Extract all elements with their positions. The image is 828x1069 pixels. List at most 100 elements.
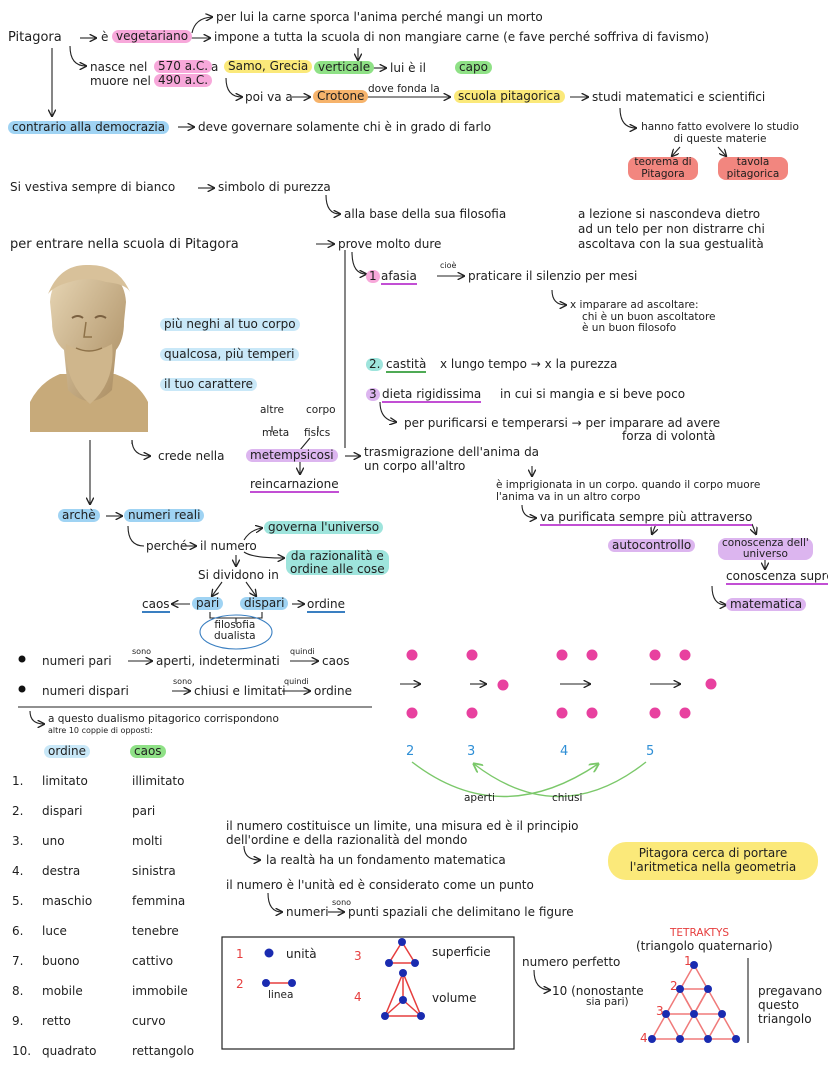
opposite-ordine: destra (42, 864, 81, 878)
opposite-number: 3. (12, 834, 24, 848)
dispari-highlight: dispari (240, 596, 289, 611)
subject-pitagora: Pitagora (8, 30, 62, 45)
pythagoras-bust-image (30, 264, 148, 432)
reincarnazione-label: reincarnazione (250, 477, 339, 494)
filosofia-dualista: filosofia dualista (214, 619, 256, 643)
numeri-pari-text: numeri pari (42, 654, 112, 668)
ordine-text: ordine (314, 684, 353, 698)
suprema-label: conoscenza suprema (726, 569, 828, 586)
dieci-text-2: sia pari) (586, 996, 629, 1008)
cerca-line2: l'aritmetica nella geometria (629, 859, 797, 874)
opposite-caos: immobile (132, 984, 188, 998)
opposite-number: 8. (12, 984, 24, 998)
ascoltare-line1: x imparare ad ascoltare: (570, 299, 699, 311)
prove-text: prove molto dure (338, 237, 442, 251)
alla-base-text: alla base della sua filosofia (344, 207, 507, 221)
opposite-caos: pari (132, 804, 156, 818)
punti-text: punti spaziali che delimitano le figure (348, 905, 574, 919)
opposite-ordine: limitato (42, 774, 88, 788)
opposite-ordine: luce (42, 924, 67, 938)
ordine-cose-line2: ordine alle cose (290, 561, 385, 576)
muore-label: muore nel (90, 74, 151, 88)
opposite-number: 10. (12, 1044, 32, 1058)
opposite-caos: cattivo (132, 954, 174, 968)
sono-label-2: sono (173, 677, 193, 686)
opposite-ordine: buono (42, 954, 80, 968)
year-born-highlight: 570 a.C. (154, 59, 213, 74)
tavola-highlight: tavola pitagorica (718, 156, 788, 181)
vestiva-text: Si vestiva sempre di bianco (10, 180, 176, 194)
dieta-rest: in cui si mangia e si beve poco (500, 387, 686, 401)
year-died-highlight: 490 a.C. (154, 73, 213, 88)
opposite-number: 2. (12, 804, 24, 818)
dots-label-3: 3 (467, 744, 476, 759)
ordine-label: ordine (307, 597, 346, 614)
ordine-cose-line1: da razionalità e (290, 549, 384, 563)
geometry-box (221, 936, 515, 1050)
opposite-ordine: uno (42, 834, 65, 848)
opposite-ordine: maschio (42, 894, 93, 908)
perche-text: perché (146, 539, 188, 553)
opposite-caos: molti (132, 834, 163, 848)
filosofia-line2: dualista (214, 630, 256, 643)
nasce-label: nasce nel (90, 60, 148, 74)
castita-label: castità (386, 357, 427, 374)
opposite-ordine: quadrato (42, 1044, 97, 1058)
opposite-number: 4. (12, 864, 24, 878)
lezione-line3: ascoltava con la sua gestualità (578, 237, 764, 251)
opposite-ordine: mobile (42, 984, 83, 998)
crotone-highlight: Crotone (313, 89, 369, 104)
limite-line1: il numero costituisce un limite, una mis… (226, 819, 579, 833)
opposite-number: 5. (12, 894, 24, 908)
chiusi-caption: chiusi (552, 792, 583, 804)
fisics-label: fisics (304, 427, 331, 439)
sono-label-1: sono (132, 647, 152, 656)
geometry-figures (262, 938, 425, 1020)
conoscenza-line1: conoscenza dell' (722, 537, 809, 549)
lezione-line2: ad un telo per non distrarre chi (578, 222, 765, 236)
opposite-number: 7. (12, 954, 24, 968)
dieta-number: 3 (366, 387, 380, 402)
numeri-label: numeri (286, 905, 329, 919)
capo-highlight: capo (455, 60, 492, 75)
simbolo-text: simbolo di purezza (218, 180, 331, 194)
quindi-label-2: quindi (284, 677, 309, 686)
pregavano-line2: questo (758, 997, 799, 1012)
forza-text: forza di volontà (622, 429, 716, 443)
a-label: a (211, 60, 219, 74)
studi-text: studi matematici e scientifici (592, 90, 766, 104)
governa-highlight: governa l'universo (264, 520, 384, 535)
dieci-text: 10 (nonostante (552, 984, 644, 998)
imprigionata-line1: è imprigionata in un corpo. quando il co… (496, 479, 761, 491)
quote-line3: il tuo carattere (160, 377, 258, 392)
cioe-label: cioè (440, 261, 457, 270)
lui-capo-label: lui è il (390, 61, 426, 75)
aperti-caption: aperti (464, 792, 495, 804)
tetraktys-sub: (triangolo quaternario) (636, 939, 773, 953)
trasmigrazione-line1: trasmigrazione dell'anima da (364, 445, 540, 459)
castita-rest: x lungo tempo → x la purezza (440, 357, 618, 371)
geom-num-4: 4 (354, 990, 362, 1004)
geom-num-3: 3 (354, 949, 362, 963)
dots-label-5: 5 (646, 744, 655, 759)
geom-superficie: superficie (432, 945, 491, 959)
il-numero-text: il numero (200, 539, 257, 553)
opposite-caos: illimitato (132, 774, 185, 788)
tetraktys-title: TETRAKTYS (670, 927, 730, 939)
opposite-caos: curvo (132, 1014, 166, 1028)
e-label: è (101, 30, 109, 44)
tetraktys-row-4: 4 (640, 1031, 648, 1045)
quote-line1: più neghi al tuo corpo (160, 317, 300, 332)
altre-label: altre (260, 404, 285, 416)
ordine-cose-highlight: da razionalità e ordine alle cose (286, 549, 389, 576)
impone-text: impone a tutta la scuola di non mangiare… (214, 30, 710, 44)
parity-dots-figure (406, 649, 717, 719)
dots-label-2: 2 (406, 744, 415, 759)
tetraktys-row-1: 1 (684, 954, 692, 968)
caos-text: caos (322, 654, 350, 668)
geom-unita: unità (286, 947, 317, 961)
castita-number: 2. (366, 357, 384, 372)
dots-label-4: 4 (560, 744, 569, 759)
